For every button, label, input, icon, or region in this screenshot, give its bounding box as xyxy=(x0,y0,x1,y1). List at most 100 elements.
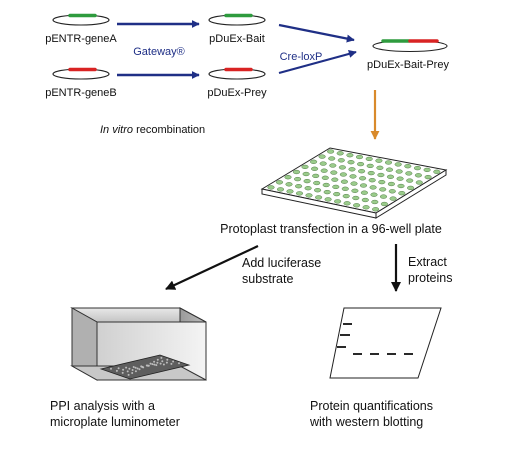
ppi-line2: microplate luminometer xyxy=(50,415,180,429)
tray-well xyxy=(155,364,158,367)
plate-well xyxy=(314,188,322,193)
plate-well xyxy=(327,149,335,154)
plate-well xyxy=(294,176,302,182)
plate-well xyxy=(423,167,431,173)
tray-well xyxy=(117,367,120,370)
extract-line1: Extract xyxy=(408,255,447,269)
plate-well xyxy=(285,182,293,187)
plate-well xyxy=(313,180,321,186)
plate-well xyxy=(276,187,285,192)
plate-well xyxy=(284,175,292,180)
tray-well xyxy=(159,362,162,365)
plate-well xyxy=(386,174,395,179)
plate-well xyxy=(347,160,355,165)
plate-well xyxy=(406,178,414,183)
plate-well xyxy=(331,177,339,182)
plate-well xyxy=(310,159,318,164)
plate-well xyxy=(375,158,383,163)
plate-well xyxy=(334,199,342,204)
plate-well xyxy=(372,207,380,212)
plate-well xyxy=(346,153,354,158)
plate-well xyxy=(389,196,397,201)
tray-well xyxy=(125,366,128,369)
tray-well xyxy=(131,372,134,374)
add-substrate-line1: Add luciferase xyxy=(242,256,321,270)
plate-well xyxy=(359,176,367,181)
tray-well xyxy=(161,360,164,363)
plate-well xyxy=(321,175,329,180)
plate-well xyxy=(348,167,356,172)
extract-line2: proteins xyxy=(408,271,452,285)
plate-well xyxy=(366,163,374,169)
tray-well xyxy=(110,367,112,370)
tray-well xyxy=(165,361,168,364)
tray-well xyxy=(136,367,139,370)
plate-well xyxy=(433,169,441,174)
plate-well xyxy=(378,179,386,185)
plate-well xyxy=(365,156,373,162)
plate-well xyxy=(319,161,327,166)
western-blot-icon xyxy=(329,307,442,379)
plate-well xyxy=(397,183,405,189)
add-substrate-line2: substrate xyxy=(242,272,293,286)
plate-well xyxy=(343,201,351,206)
luciferase-arrow xyxy=(165,245,259,290)
plate-well xyxy=(304,186,312,191)
plate-well xyxy=(367,170,375,176)
quant-line2: with western blotting xyxy=(309,415,423,429)
tray-well xyxy=(160,356,163,359)
tray-well xyxy=(151,363,154,366)
plate-well xyxy=(355,154,364,160)
tray-well xyxy=(149,362,152,365)
plate-well xyxy=(275,180,284,185)
plate-well xyxy=(322,182,330,188)
plate-well xyxy=(342,193,350,199)
plasmid-entr-a xyxy=(52,13,110,26)
label-bait: pDuEx-Bait xyxy=(209,33,265,45)
cre-arrow-prey xyxy=(278,50,357,75)
plasmid-bait-prey xyxy=(372,39,448,53)
plate-well xyxy=(332,184,340,190)
tray-well xyxy=(126,370,129,373)
plate-well xyxy=(395,169,403,174)
plate-well xyxy=(320,168,328,173)
plate-well xyxy=(361,197,369,203)
cre-arrow-bait xyxy=(278,23,355,43)
tray-well xyxy=(122,368,125,371)
plate-well xyxy=(339,172,347,177)
96-well-plate-icon xyxy=(260,147,448,219)
plate-well xyxy=(333,191,341,197)
plate-well xyxy=(295,191,304,196)
plate-well xyxy=(329,163,337,168)
tray-well xyxy=(127,373,130,376)
transfection-label: Protoplast transfection in a 96-well pla… xyxy=(220,222,442,236)
plate-well xyxy=(303,178,311,184)
plate-well xyxy=(379,187,387,192)
plate-well xyxy=(387,181,395,187)
tray-well xyxy=(153,363,156,366)
ppi-line1: PPI analysis with a xyxy=(50,399,155,413)
plate-well xyxy=(385,167,394,172)
plate-well xyxy=(305,193,313,198)
tray-well xyxy=(166,358,169,361)
plate-well xyxy=(360,190,368,195)
plate-well xyxy=(407,185,415,191)
plate-well xyxy=(318,154,326,159)
plate-well xyxy=(384,160,393,165)
tray-well xyxy=(134,366,137,369)
plate-well xyxy=(324,197,332,202)
tray-well xyxy=(170,362,173,365)
plate-well xyxy=(415,180,423,185)
plate-well xyxy=(424,174,432,180)
plate-well xyxy=(394,162,402,167)
plate-well xyxy=(379,194,388,199)
plasmid-bait xyxy=(208,13,266,26)
in-vitro-rest: recombination xyxy=(133,124,205,136)
plate-well xyxy=(286,189,294,194)
plate-well xyxy=(377,172,385,178)
plate-well xyxy=(398,191,406,196)
plate-well xyxy=(338,165,346,170)
in-vitro-recombination-label: In vitro recombination xyxy=(100,124,205,136)
plate-well xyxy=(312,173,320,179)
plate-well xyxy=(359,183,368,188)
